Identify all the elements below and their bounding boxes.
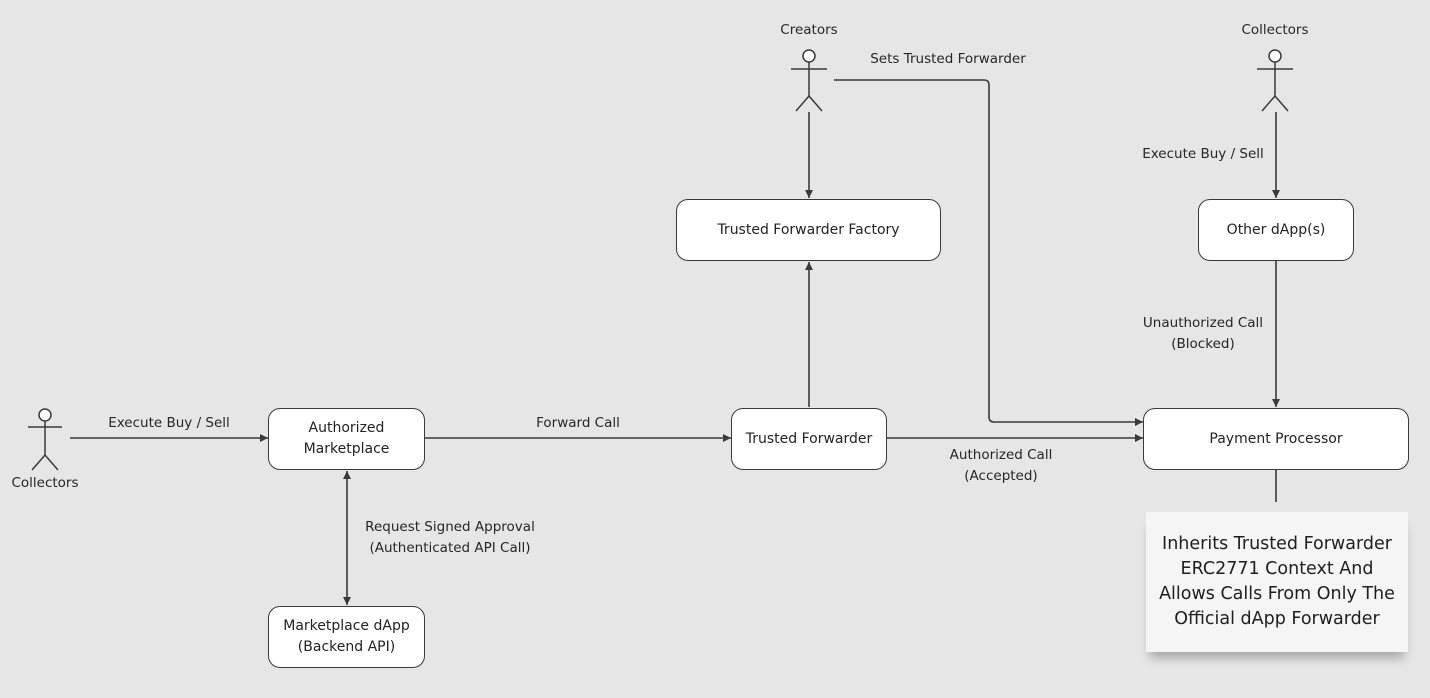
actor-collectors-left-label: Collectors <box>11 475 79 491</box>
edge-label-execute-buy-sell-right: Execute Buy / Sell <box>1142 146 1264 162</box>
note-payment-processor-context[interactable]: Inherits Trusted Forwarder ERC2771 Conte… <box>1146 512 1408 652</box>
node-trusted-forwarder[interactable]: Trusted Forwarder <box>731 408 887 470</box>
node-other-dapps[interactable]: Other dApp(s) <box>1198 199 1354 261</box>
edge-label-sets-trusted-forwarder: Sets Trusted Forwarder <box>870 51 1026 67</box>
node-authorized-marketplace[interactable]: Authorized Marketplace <box>268 408 425 470</box>
actor-collectors-right-icon <box>1257 49 1293 112</box>
edge-label-forward-call: Forward Call <box>536 415 620 431</box>
edge-label-authorized-call: Authorized Call (Accepted) <box>949 447 1053 484</box>
edge-creators-to-payment-processor <box>834 79 1143 426</box>
edge-label-request-signed-approval: Request Signed Approval (Authenticated A… <box>365 519 535 556</box>
node-marketplace-dapp[interactable]: Marketplace dApp (Backend API) <box>268 606 425 668</box>
actor-creators-icon <box>791 49 827 112</box>
edge-label-execute-buy-sell-left: Execute Buy / Sell <box>108 415 230 431</box>
node-trusted-forwarder-factory[interactable]: Trusted Forwarder Factory <box>676 199 941 261</box>
edge-label-unauthorized-call: Unauthorized Call (Blocked) <box>1142 315 1264 352</box>
actor-collectors-left-icon <box>28 408 62 471</box>
actor-collectors-right-label: Collectors <box>1241 22 1309 38</box>
actor-creators-label: Creators <box>780 22 838 38</box>
node-payment-processor[interactable]: Payment Processor <box>1143 408 1409 470</box>
